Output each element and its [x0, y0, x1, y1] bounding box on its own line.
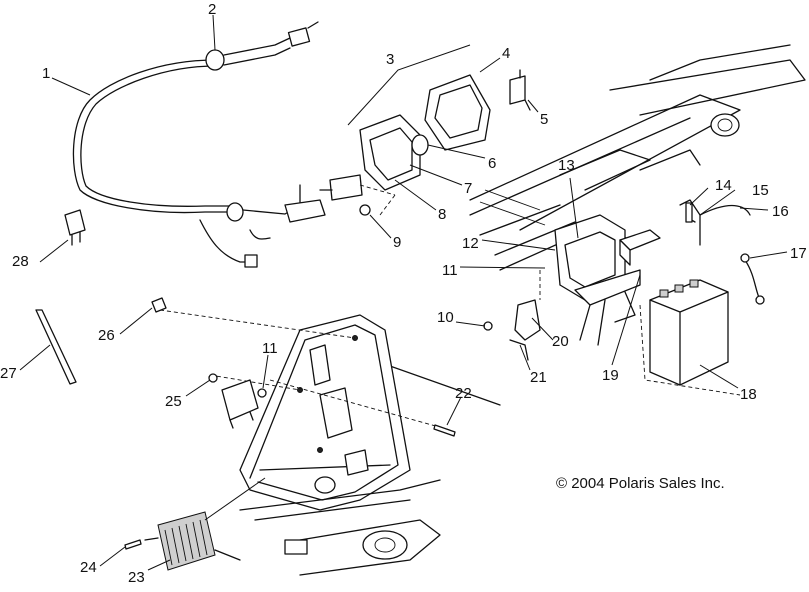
callout-21: 21	[530, 369, 547, 386]
callout-5: 5	[540, 111, 548, 128]
callout-26: 26	[98, 327, 115, 344]
callout-4: 4	[502, 45, 510, 62]
callout-11-left: 11	[262, 340, 278, 357]
tail-light-assembly	[319, 44, 531, 406]
callout-27: 27	[0, 365, 17, 382]
callout-15: 15	[752, 182, 769, 199]
callout-9: 9	[393, 234, 401, 251]
callout-8: 8	[438, 206, 446, 223]
callout-13: 13	[558, 157, 575, 174]
callout-19: 19	[602, 367, 619, 384]
voltage-regulator	[144, 477, 266, 571]
connector	[64, 209, 86, 246]
bolt-14	[685, 202, 693, 223]
callout-14: 14	[715, 177, 732, 194]
callout-23: 23	[128, 569, 145, 586]
mount-bracket	[483, 270, 541, 361]
callout-3: 3	[386, 51, 394, 68]
callout-2: 2	[208, 1, 216, 18]
callout-18: 18	[740, 386, 757, 403]
callout-28: 28	[12, 253, 29, 270]
callout-25: 25	[165, 393, 182, 410]
callout-12: 12	[462, 235, 479, 252]
callout-6: 6	[488, 155, 496, 172]
callout-7: 7	[464, 180, 472, 197]
tie-strap	[35, 309, 77, 385]
battery-tray	[554, 214, 641, 346]
callout-leaders	[19, 14, 788, 571]
callout-20: 20	[552, 333, 569, 350]
callout-22: 22	[455, 385, 472, 402]
wire-harness	[72, 21, 326, 268]
bolt-24	[124, 539, 142, 550]
cdi-box	[208, 373, 267, 429]
callout-17: 17	[790, 245, 807, 262]
callout-11-right: 11	[442, 262, 458, 279]
callout-1: 1	[42, 65, 50, 82]
callout-10: 10	[437, 309, 454, 326]
battery-pad	[619, 229, 661, 266]
callout-24: 24	[80, 559, 97, 576]
bolt-22	[433, 424, 456, 437]
battery	[639, 279, 741, 396]
callout-16: 16	[772, 203, 789, 220]
fastener-26	[151, 297, 167, 313]
copyright-notice: © 2004 Polaris Sales Inc.	[556, 475, 725, 492]
mounting-plate	[159, 309, 451, 576]
